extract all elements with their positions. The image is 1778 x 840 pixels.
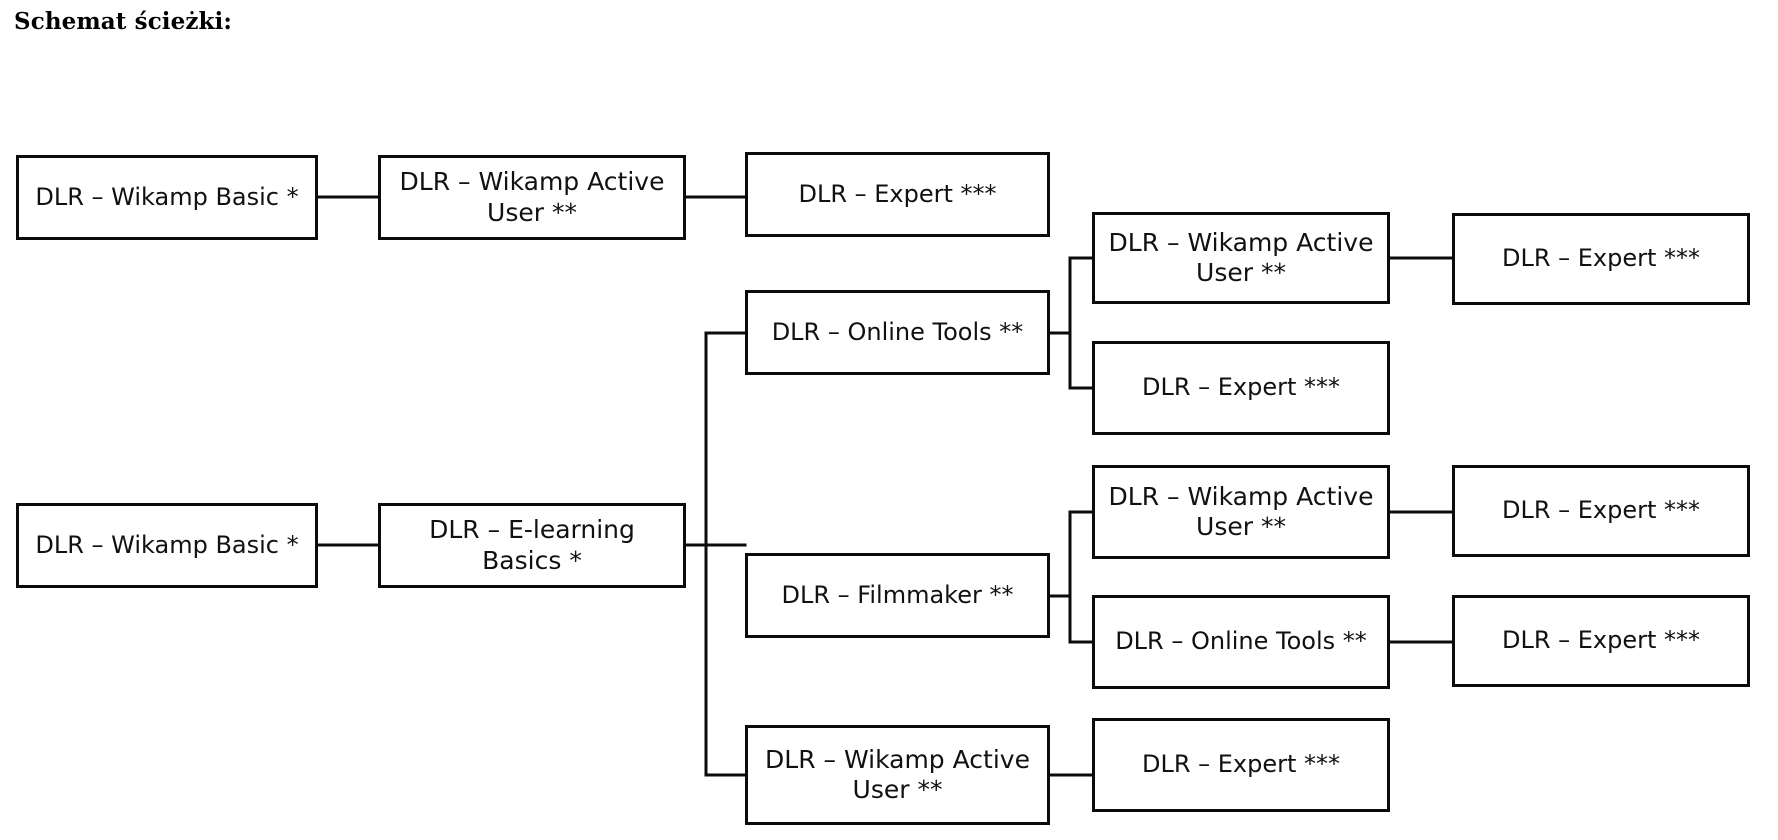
diagram-node-n5: DLR – E-learning Basics *	[378, 503, 686, 588]
diagram-node-n10: DLR – Expert ***	[1092, 341, 1390, 435]
diagram-node-n16: DLR – Expert ***	[1452, 595, 1750, 687]
diagram-node-n8: DLR – Wikamp Active User **	[745, 725, 1050, 825]
diagram-node-n9: DLR – Wikamp Active User **	[1092, 212, 1390, 304]
diagram-node-n4: DLR – Wikamp Basic *	[16, 503, 318, 588]
page-title: Schemat ścieżki:	[14, 8, 232, 35]
diagram-node-n15: DLR – Expert ***	[1452, 465, 1750, 557]
diagram-node-n3: DLR – Expert ***	[745, 152, 1050, 237]
diagram-node-n13: DLR – Expert ***	[1092, 718, 1390, 812]
diagram-node-n11: DLR – Wikamp Active User **	[1092, 465, 1390, 559]
diagram-node-n6: DLR – Online Tools **	[745, 290, 1050, 375]
diagram-node-n2: DLR – Wikamp Active User **	[378, 155, 686, 240]
diagram-node-n12: DLR – Online Tools **	[1092, 595, 1390, 689]
diagram-node-n7: DLR – Filmmaker **	[745, 553, 1050, 638]
diagram-node-n14: DLR – Expert ***	[1452, 213, 1750, 305]
diagram-node-n1: DLR – Wikamp Basic *	[16, 155, 318, 240]
